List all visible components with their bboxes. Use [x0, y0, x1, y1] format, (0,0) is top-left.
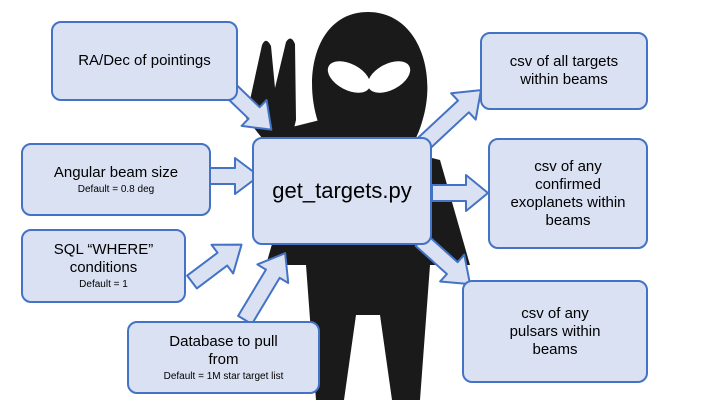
input-label-database: Database to pull from: [169, 332, 278, 368]
alien-head: [312, 12, 428, 178]
arrow-sql-to-script: [186, 243, 243, 290]
alien-eyes: [327, 61, 411, 93]
output-label-pulsars: csv of any pulsars within beams: [509, 304, 601, 358]
output-box-exoplanets: csv of any confirmed exoplanets within b…: [488, 138, 648, 249]
input-label-pointings: RA/Dec of pointings: [78, 52, 211, 69]
script-box: get_targets.py: [252, 137, 432, 245]
arrow-beam-size-to-script: [202, 157, 260, 195]
alien-left-eye: [327, 61, 371, 93]
input-label-sql: SQL “WHERE” conditions: [53, 241, 154, 276]
arrow-database-to-script: [237, 252, 290, 326]
input-note-database: Default = 1M star target list: [163, 370, 284, 382]
arrow-script-to-pulsars: [414, 233, 472, 286]
input-note-beam-size: Default = 0.8 deg: [77, 183, 155, 195]
output-box-all-targets: csv of all targets within beams: [480, 32, 648, 110]
input-box-pointings: RA/Dec of pointings: [51, 21, 238, 101]
input-label-beam-size: Angular beam size: [53, 163, 179, 181]
input-box-sql: SQL “WHERE” conditions Default = 1: [21, 229, 186, 303]
input-box-beam-size: Angular beam size Default = 0.8 deg: [21, 143, 211, 216]
output-label-all-targets: csv of all targets within beams: [509, 53, 619, 88]
arrow-script-to-exoplanets: [431, 174, 489, 212]
script-label: get_targets.py: [272, 177, 412, 203]
input-box-database: Database to pull from Default = 1M star …: [127, 321, 320, 394]
arrow-script-to-all-targets: [414, 89, 482, 153]
output-box-pulsars: csv of any pulsars within beams: [462, 280, 648, 383]
output-label-exoplanets: csv of any confirmed exoplanets within b…: [510, 157, 626, 229]
input-note-sql: Default = 1: [79, 279, 128, 290]
alien-right-eye: [367, 61, 411, 93]
